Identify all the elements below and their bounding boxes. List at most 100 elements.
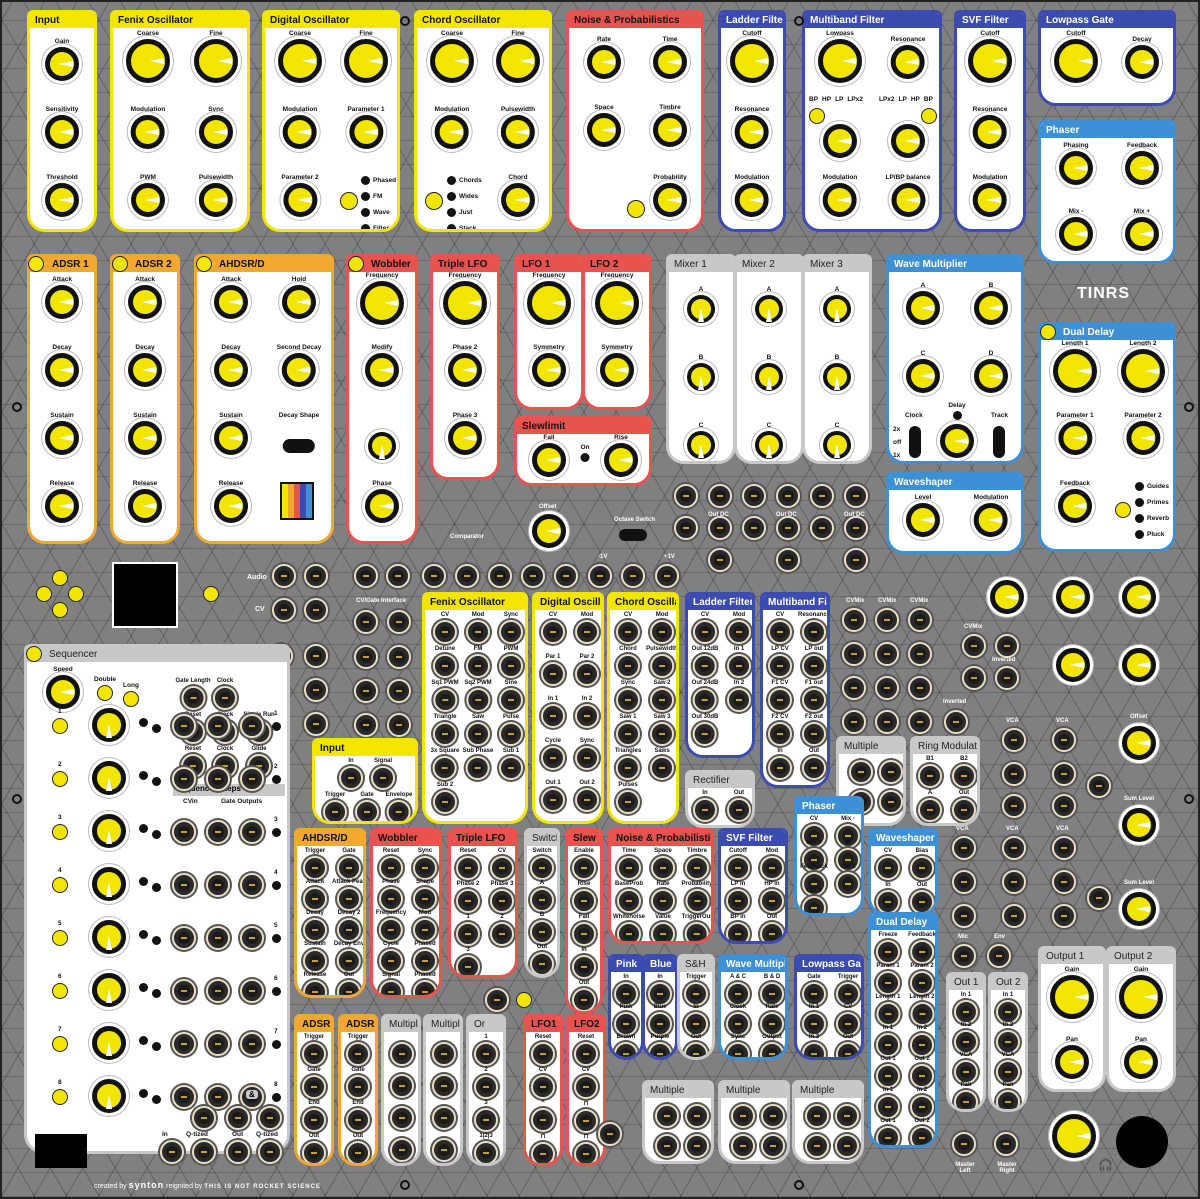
patch-jack[interactable] xyxy=(649,654,674,678)
patch-jack[interactable] xyxy=(413,949,437,973)
vca4-out-jack[interactable] xyxy=(1002,904,1026,928)
patch-jack[interactable] xyxy=(616,922,641,941)
patch-jack[interactable] xyxy=(574,1075,598,1099)
cvmix-4inv-jack[interactable] xyxy=(995,666,1019,690)
coarse-knob[interactable] xyxy=(126,39,170,83)
patch-jack[interactable] xyxy=(910,1095,934,1119)
patch-jack[interactable] xyxy=(575,746,599,770)
phase-knob[interactable] xyxy=(365,489,399,523)
vca-offset-knob[interactable] xyxy=(1122,726,1156,760)
cutoff-knob[interactable] xyxy=(1054,39,1098,83)
cvmix-3b-jack[interactable] xyxy=(908,642,932,666)
output-1-gain-knob[interactable] xyxy=(1050,975,1094,1019)
patch-jack[interactable] xyxy=(802,688,826,712)
cvgate-1a-jack[interactable] xyxy=(354,610,378,634)
patch-jack[interactable] xyxy=(433,654,457,678)
cvmix-inverted-jack[interactable] xyxy=(944,710,968,734)
mix-plus-knob[interactable] xyxy=(1125,217,1159,251)
dpad-down-button[interactable] xyxy=(52,602,68,618)
patch-jack[interactable] xyxy=(876,1033,900,1057)
mixer1-out-dc-jack[interactable] xyxy=(708,516,732,540)
patch-jack[interactable] xyxy=(572,922,596,946)
vca5-in-jack[interactable] xyxy=(1052,870,1076,894)
patch-jack[interactable] xyxy=(413,856,437,880)
multiple-jack[interactable] xyxy=(879,790,903,814)
filter-mode-left-button[interactable] xyxy=(809,108,825,124)
patch-jack[interactable] xyxy=(530,920,554,944)
patch-jack[interactable] xyxy=(768,722,792,746)
patch-jack[interactable] xyxy=(768,654,792,678)
patch-jack[interactable] xyxy=(918,798,942,822)
patch-jack[interactable] xyxy=(575,704,599,728)
patch-jack[interactable] xyxy=(490,889,514,913)
cvmix-5-knob[interactable] xyxy=(1122,648,1156,682)
step-7-button[interactable] xyxy=(52,1036,68,1052)
multiple-jack[interactable] xyxy=(432,1074,456,1098)
patch-jack[interactable] xyxy=(650,756,674,780)
b-knob[interactable] xyxy=(974,291,1008,325)
patch-jack[interactable] xyxy=(499,654,523,678)
patch-jack[interactable] xyxy=(616,790,640,814)
second-decay-knob[interactable] xyxy=(282,353,316,387)
step-4-button[interactable] xyxy=(52,877,68,893)
gain-knob[interactable] xyxy=(45,47,79,81)
delay-freeze-button[interactable] xyxy=(1040,324,1056,340)
track-switch[interactable] xyxy=(993,426,1005,458)
multiple-jack[interactable] xyxy=(761,1104,785,1128)
mixer1-out-jack[interactable] xyxy=(708,548,732,572)
and-in-1-jack[interactable] xyxy=(192,1106,216,1130)
patch-jack[interactable] xyxy=(952,764,976,788)
patch-jack[interactable] xyxy=(802,1012,826,1036)
cvmix-1a-jack[interactable] xyxy=(842,608,866,632)
patch-jack[interactable] xyxy=(531,1108,555,1132)
step-3-knob[interactable] xyxy=(92,814,126,848)
patch-jack[interactable] xyxy=(531,1075,555,1099)
vca2-out-jack[interactable] xyxy=(1052,794,1076,818)
patch-jack[interactable] xyxy=(616,620,640,644)
a-knob[interactable] xyxy=(906,291,940,325)
rate-knob[interactable] xyxy=(587,45,621,79)
patch-jack[interactable] xyxy=(303,856,327,880)
mixer-c-knob[interactable] xyxy=(823,431,851,459)
step-1-knob[interactable] xyxy=(92,708,126,742)
env-jack[interactable] xyxy=(987,944,1011,968)
double-button[interactable] xyxy=(97,685,113,701)
probability-button[interactable] xyxy=(627,200,645,218)
patch-jack[interactable] xyxy=(541,620,565,644)
decay-knob[interactable] xyxy=(45,353,79,387)
mixer3-b-jack[interactable] xyxy=(844,484,868,508)
quantizer-out-jack[interactable] xyxy=(226,1140,250,1164)
patch-jack[interactable] xyxy=(379,918,403,942)
patch-jack[interactable] xyxy=(726,922,750,941)
patch-jack[interactable] xyxy=(836,848,860,872)
sum-level-2-knob[interactable] xyxy=(1122,892,1156,926)
patch-jack[interactable] xyxy=(876,1126,900,1145)
pwm-knob[interactable] xyxy=(131,183,165,217)
step-3-cv-in-jack[interactable] xyxy=(172,820,196,844)
step-3-gate-out-2-jack[interactable] xyxy=(240,820,264,844)
output-2-pan-knob[interactable] xyxy=(1124,1045,1158,1079)
cvgate-4a-jack[interactable] xyxy=(354,713,378,737)
patch-jack[interactable] xyxy=(726,889,750,913)
comparator-a-jack[interactable] xyxy=(422,564,446,588)
probability-knob[interactable] xyxy=(653,183,687,217)
mixer-c-knob[interactable] xyxy=(755,431,783,459)
multiple-jack[interactable] xyxy=(685,1104,709,1128)
patch-jack[interactable] xyxy=(302,1141,326,1163)
multiple-jack[interactable] xyxy=(390,1042,414,1066)
release-knob[interactable] xyxy=(214,489,248,523)
step-2-cv-in-jack[interactable] xyxy=(172,767,196,791)
attack-knob[interactable] xyxy=(128,285,162,319)
multiple-jack[interactable] xyxy=(432,1138,456,1162)
patch-jack[interactable] xyxy=(952,798,976,822)
patch-jack[interactable] xyxy=(531,1042,555,1066)
patch-jack[interactable] xyxy=(996,1090,1020,1109)
patch-jack[interactable] xyxy=(726,1042,750,1057)
patch-jack[interactable] xyxy=(910,1064,934,1088)
multiple-jack[interactable] xyxy=(432,1042,456,1066)
step-6-knob[interactable] xyxy=(92,973,126,1007)
step-2-button[interactable] xyxy=(52,771,68,787)
step-7-gate-out-1-jack[interactable] xyxy=(206,1032,230,1056)
octave-plus-jack[interactable] xyxy=(655,564,679,588)
envelope-jack[interactable] xyxy=(387,800,411,821)
